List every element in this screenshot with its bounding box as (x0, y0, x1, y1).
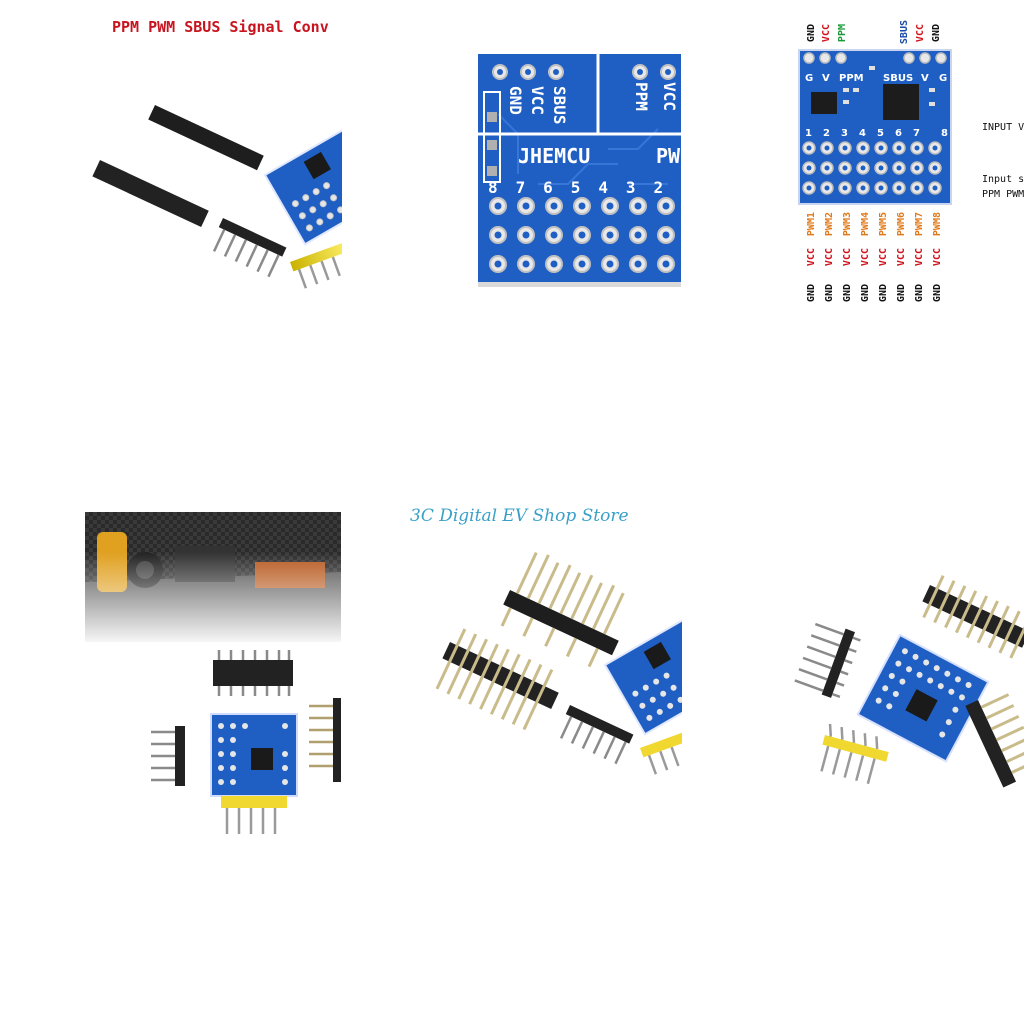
board-silk-number: 5 (877, 128, 884, 139)
board-silk-label: V (921, 73, 929, 84)
pcb-label-vcc-right: VCC (660, 82, 679, 111)
pcb-brand: JHEMCU (518, 144, 591, 168)
pcb-pin-number: 7 (515, 178, 526, 197)
pcb-pin-number: 5 (570, 178, 581, 197)
pinout-top-vcc-right: VCC (915, 24, 926, 43)
pcb-label-vcc: VCC (528, 86, 547, 115)
input-signal-note: Input s (982, 174, 1024, 185)
pcb-closeup-illustration (478, 54, 681, 287)
pinout-vcc: VCC (914, 248, 925, 267)
board-silk-number: 2 (823, 128, 830, 139)
pinout-vcc: VCC (806, 248, 817, 267)
pinout-vcc: VCC (878, 248, 889, 267)
pinout-top-sbus: SBUS (899, 20, 910, 45)
pcb-pin-numbers: 8 7 6 5 4 3 2 (488, 178, 681, 197)
pinout-pwm: PWM4 (860, 212, 871, 237)
board-silk-number: 3 (841, 128, 848, 139)
board-silk-number: 1 (805, 128, 812, 139)
pinout-vcc: VCC (842, 248, 853, 267)
pinout-pwm: PWM1 (806, 212, 817, 237)
product-image-application[interactable] (85, 512, 341, 842)
pinout-vcc: VCC (932, 248, 943, 267)
board-silk-label: G (939, 73, 948, 84)
pinout-gnd: GND (896, 284, 907, 303)
board-silk-label: SBUS (883, 73, 914, 84)
pinout-vcc: VCC (896, 248, 907, 267)
pinout-top-gnd: GND (806, 24, 817, 43)
pinout-top-ppm: PPM (837, 24, 848, 43)
header-pins-illustration (85, 66, 342, 289)
pinout-pwm: PWM8 (932, 212, 943, 237)
pinout-vcc: VCC (824, 248, 835, 267)
pinout-pwm: PWM5 (878, 212, 889, 237)
pinout-gnd: GND (932, 284, 943, 303)
pinout-top-gnd-right: GND (931, 24, 942, 43)
pcb-pin-number: 3 (625, 178, 636, 197)
board-silk-label: PPM (839, 73, 864, 84)
pinout-gnd: GND (878, 284, 889, 303)
board-silk-label: G (805, 73, 814, 84)
pinout-gnd: GND (842, 284, 853, 303)
pcb-pin-number: 8 (488, 178, 498, 197)
pcb-pin-number: 4 (598, 178, 608, 197)
pinout-top-vcc: VCC (821, 24, 832, 43)
pcb-label-ppm: PPM (632, 82, 651, 111)
pinout-gnd: GND (824, 284, 835, 303)
board-silk-number: 7 (913, 128, 920, 139)
product-image-kit-watermark[interactable]: 3C Digital EV Shop Store (405, 500, 682, 790)
pinout-gnd: GND (806, 284, 817, 303)
input-voltage-note: INPUT V (982, 122, 1024, 133)
pinout-pwm: PWM2 (824, 212, 835, 237)
pinout-vcc: VCC (860, 248, 871, 267)
pinout-gnd: GND (860, 284, 871, 303)
pcb-pin-number: 6 (543, 178, 553, 197)
product-image-pcb-closeup[interactable]: GND VCC SBUS PPM VCC JHEMCU PW 8 7 6 5 4… (478, 54, 681, 287)
board-silk-number: 8 (941, 128, 948, 139)
pinout-pwm: PWM3 (842, 212, 853, 237)
board-silk-label: V (822, 73, 830, 84)
pcb-brand-right: PW (656, 144, 681, 168)
product-title: PPM PWM SBUS Signal Conv (112, 18, 329, 36)
product-image-pins-kit[interactable]: PPM PWM SBUS Signal Conv (85, 0, 342, 305)
pinout-board-illustration (798, 49, 952, 205)
header-pins-illustration-2 (435, 551, 682, 775)
product-image-alternate-angle[interactable] (790, 560, 1024, 800)
input-modes-note: PPM PWM (982, 189, 1024, 200)
pcb-label-sbus: SBUS (550, 86, 569, 125)
board-silk-number: 6 (895, 128, 902, 139)
pinout-pwm: PWM6 (896, 212, 907, 237)
product-image-pinout-diagram[interactable]: GND VCC PPM SBUS VCC GND G V PPM SBUS V (795, 0, 1024, 320)
board-silk-number: 4 (859, 128, 866, 139)
drone-frame-illustration (85, 512, 341, 834)
pcb-label-gnd: GND (506, 86, 525, 115)
pcb-pin-number: 2 (653, 178, 664, 197)
pinout-gnd: GND (914, 284, 925, 303)
board-angle-illustration (794, 575, 1024, 788)
store-watermark: 3C Digital EV Shop Store (410, 506, 629, 526)
pinout-pwm: PWM7 (914, 212, 925, 237)
